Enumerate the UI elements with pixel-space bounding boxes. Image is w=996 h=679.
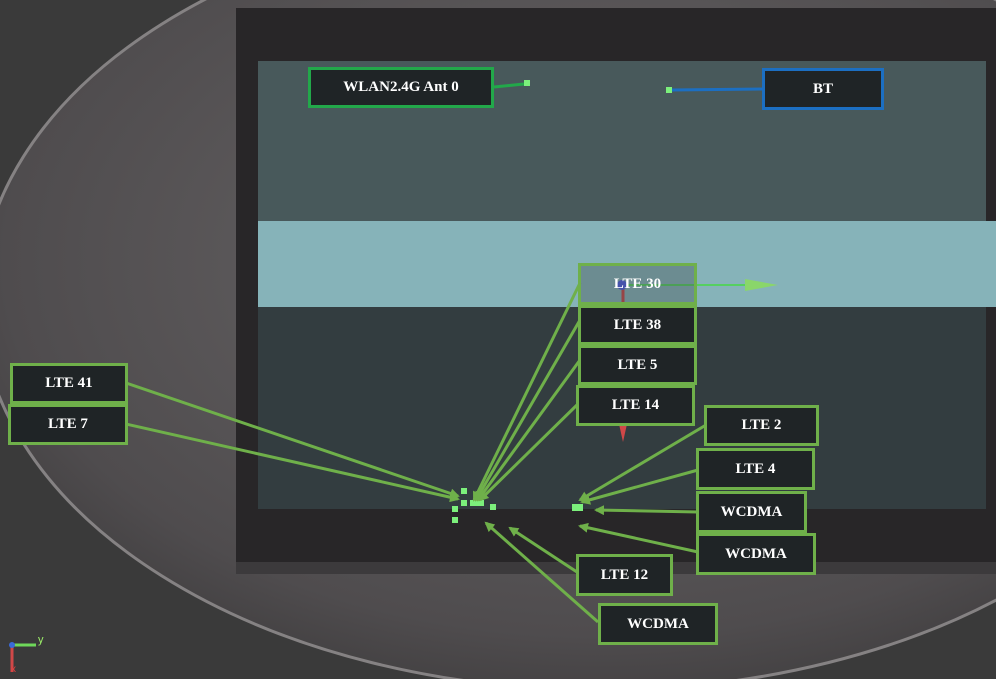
label-wlan-ant0: WLAN2.4G Ant 0 bbox=[308, 67, 494, 108]
label-lte30: LTE 30 bbox=[578, 263, 697, 305]
leader-wcdma-c bbox=[484, 521, 599, 624]
label-lte5: LTE 5 bbox=[578, 345, 697, 385]
feed-marker-right bbox=[572, 504, 583, 511]
label-lte12: LTE 12 bbox=[576, 554, 673, 596]
label-lte38: LTE 38 bbox=[578, 305, 697, 345]
label-lte14: LTE 14 bbox=[576, 385, 695, 426]
y-direction-arrow bbox=[745, 279, 778, 291]
axis-y-label: y bbox=[38, 634, 44, 646]
label-lte4: LTE 4 bbox=[696, 448, 815, 490]
leader-lte38 bbox=[474, 319, 582, 502]
leader-lte41 bbox=[125, 381, 460, 499]
leader-lte7 bbox=[125, 422, 460, 503]
label-wcdma-b: WCDMA bbox=[696, 533, 816, 575]
axis-x-label: x bbox=[11, 664, 16, 675]
label-bt: BT bbox=[762, 68, 884, 110]
label-wcdma-c: WCDMA bbox=[598, 603, 718, 645]
leader-lte12 bbox=[508, 526, 581, 576]
label-lte2: LTE 2 bbox=[704, 405, 819, 446]
leader-lte5 bbox=[476, 359, 582, 502]
leader-lte2 bbox=[578, 423, 707, 502]
origin-sphere bbox=[617, 280, 627, 290]
label-wcdma-a: WCDMA bbox=[696, 491, 807, 533]
leader-lte14 bbox=[478, 400, 582, 502]
label-lte41: LTE 41 bbox=[10, 363, 128, 404]
wlan-feed-point bbox=[524, 80, 530, 86]
leader-lte4 bbox=[580, 468, 699, 505]
leader-wcdma-a bbox=[594, 505, 699, 516]
leader-wcdma-b bbox=[578, 522, 699, 554]
label-lte7: LTE 7 bbox=[8, 404, 128, 445]
leader-lte30 bbox=[472, 282, 582, 502]
bt-feed-point bbox=[666, 87, 672, 93]
